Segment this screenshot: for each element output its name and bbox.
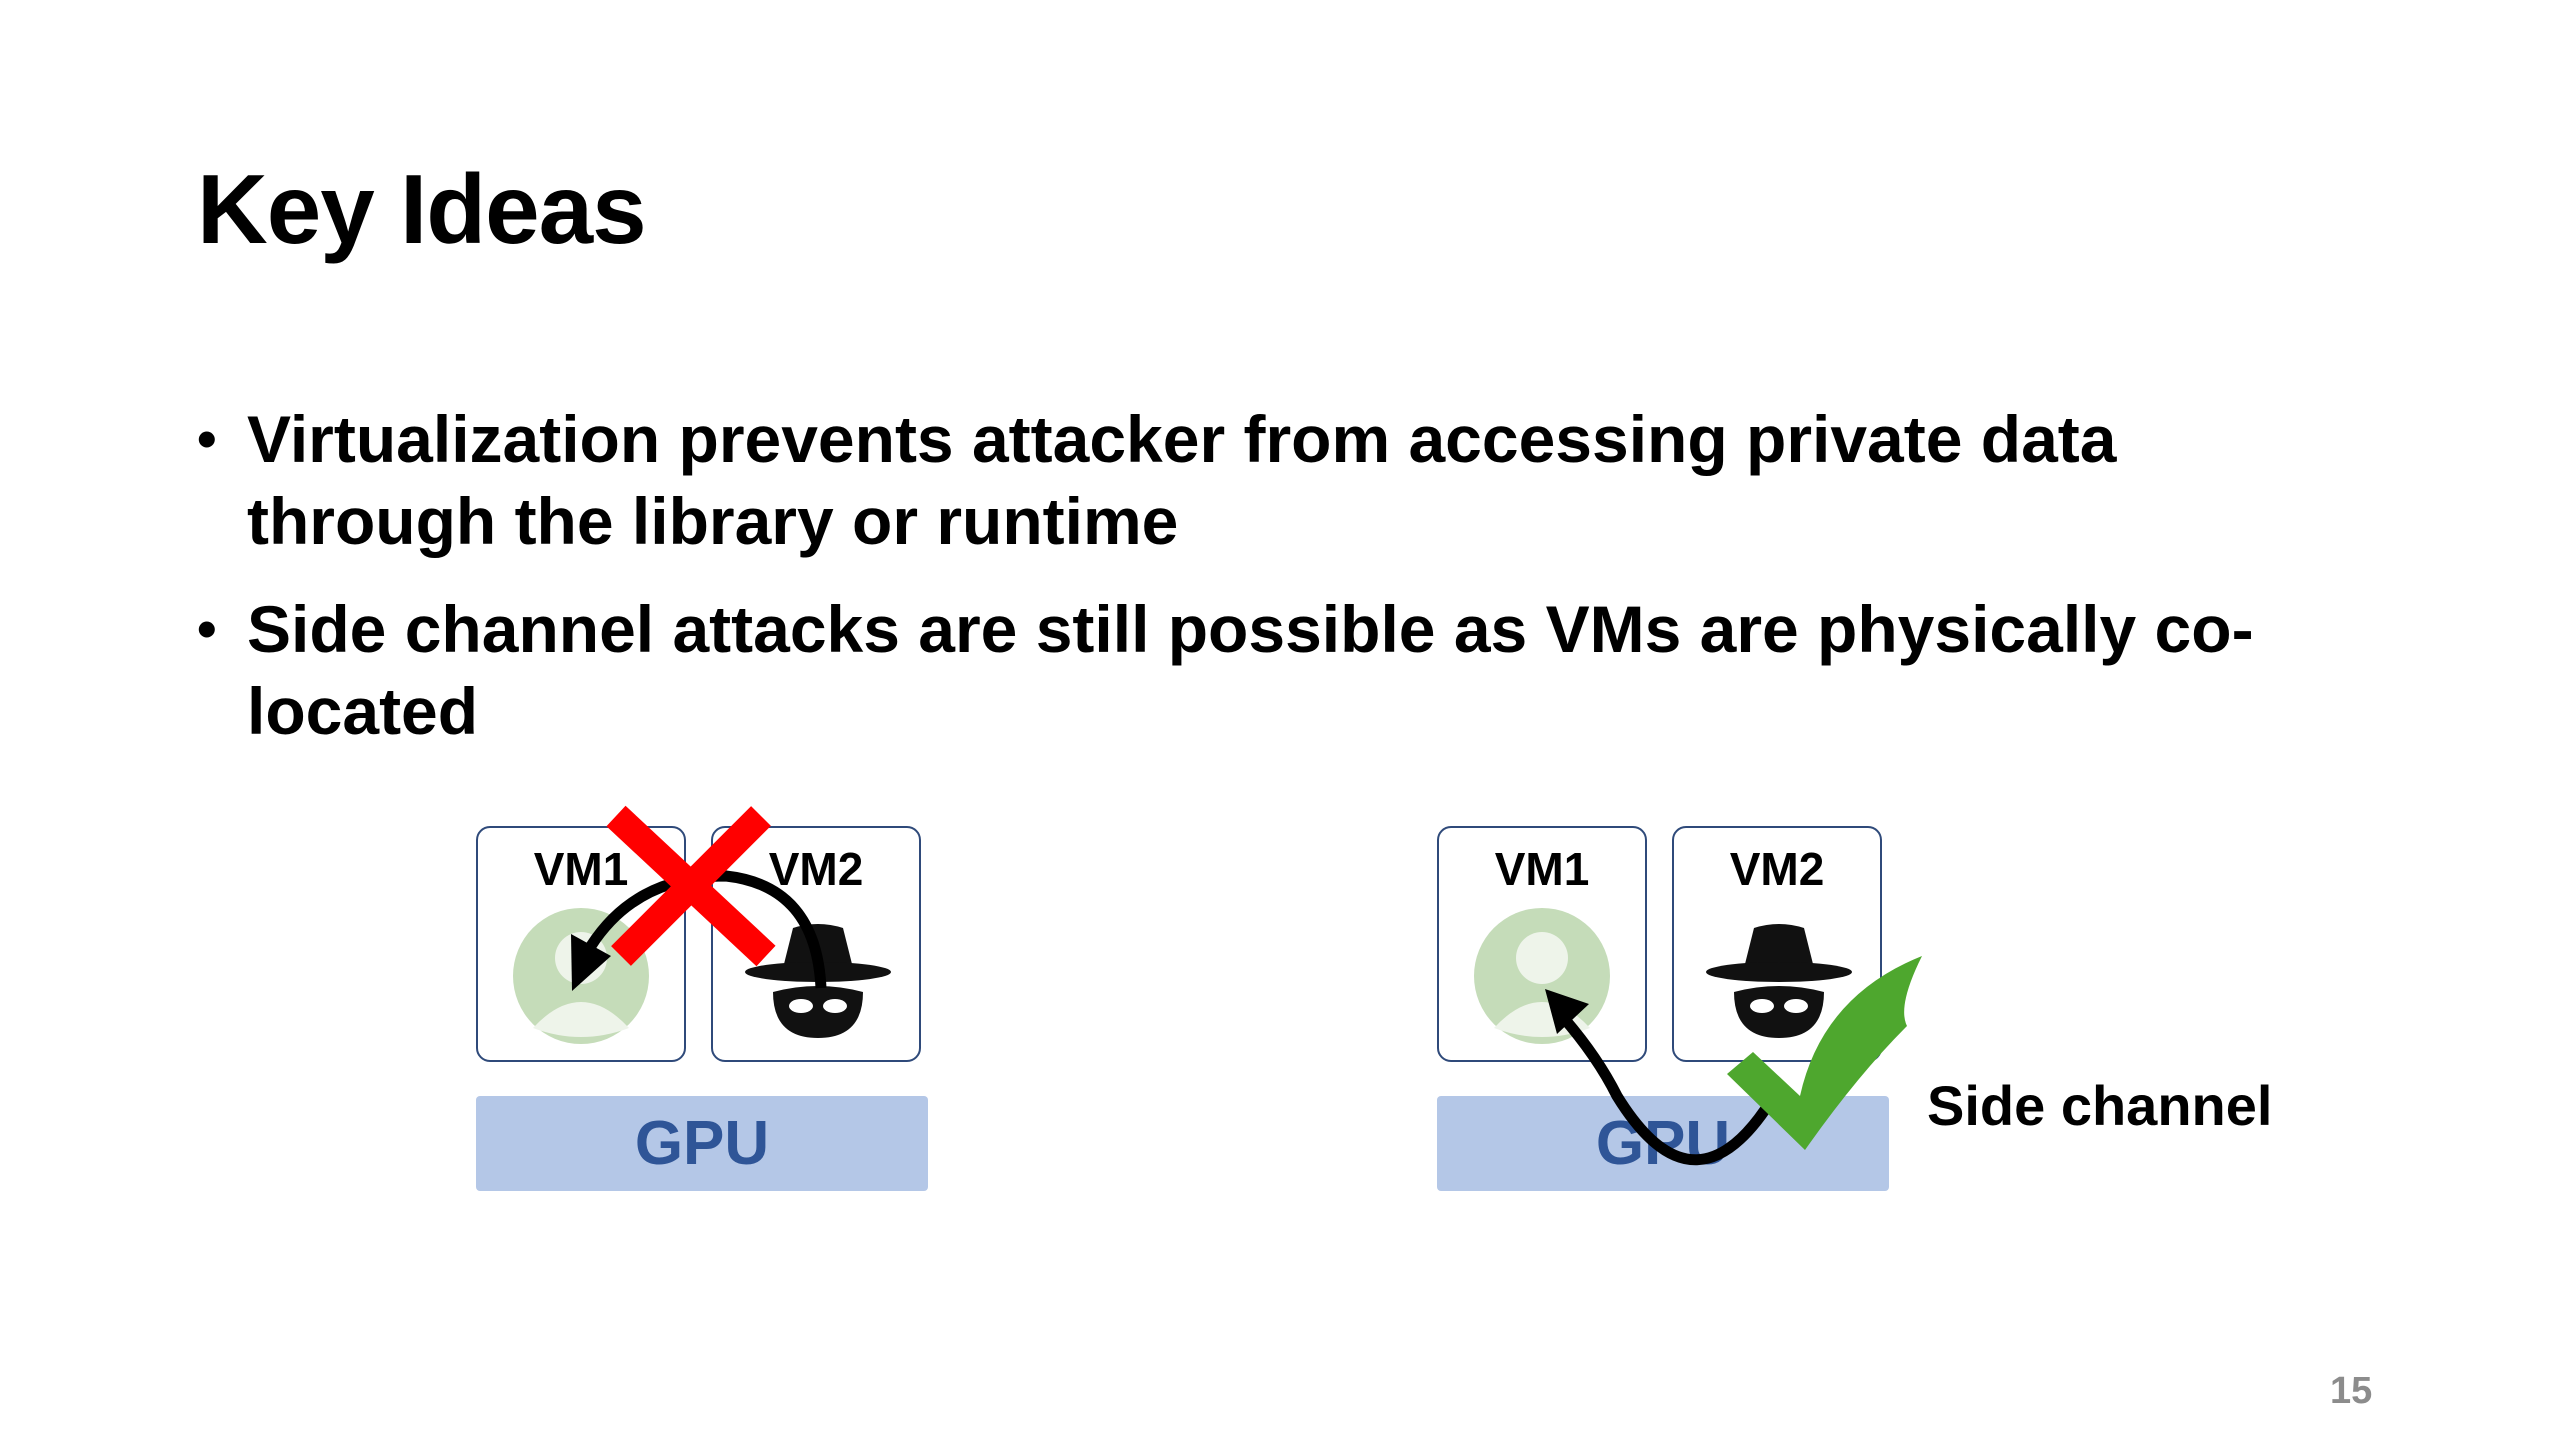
bullet-text: Side channel attacks are still possible … <box>247 592 2254 748</box>
curved-arrow-icon <box>571 870 827 991</box>
green-check-icon <box>1727 956 1922 1150</box>
bullet-glyph: • <box>197 597 217 660</box>
page-number: 15 <box>2330 1370 2373 1412</box>
gpu-label: GPU <box>634 1109 770 1178</box>
curved-arrow-icon <box>1545 989 1782 1166</box>
bullet-glyph: • <box>197 407 217 470</box>
slide-title: Key Ideas <box>197 154 647 264</box>
bullet-item: • Side channel attacks are still possibl… <box>197 588 2297 752</box>
gpu-bar: GPU <box>476 1096 928 1191</box>
vm2-label: VM2 <box>1729 843 1825 895</box>
bullet-item: • Virtualization prevents attacker from … <box>197 398 2297 562</box>
spy-icon <box>1706 924 1852 1038</box>
bullet-text: Virtualization prevents attacker from ac… <box>247 402 2117 558</box>
vm2-label: VM2 <box>768 843 864 895</box>
bullet-list: • Virtualization prevents attacker from … <box>197 398 2297 778</box>
side-channel-label: Side channel <box>1927 1074 2273 1137</box>
vm1-label: VM1 <box>533 843 629 895</box>
diagram-isolation: VM1 VM2 GPU <box>476 805 936 1206</box>
vm1-label: VM1 <box>1494 843 1590 895</box>
diagram-side-channel: VM1 VM2 GPU <box>1437 826 1937 1206</box>
red-cross-icon <box>606 805 776 967</box>
